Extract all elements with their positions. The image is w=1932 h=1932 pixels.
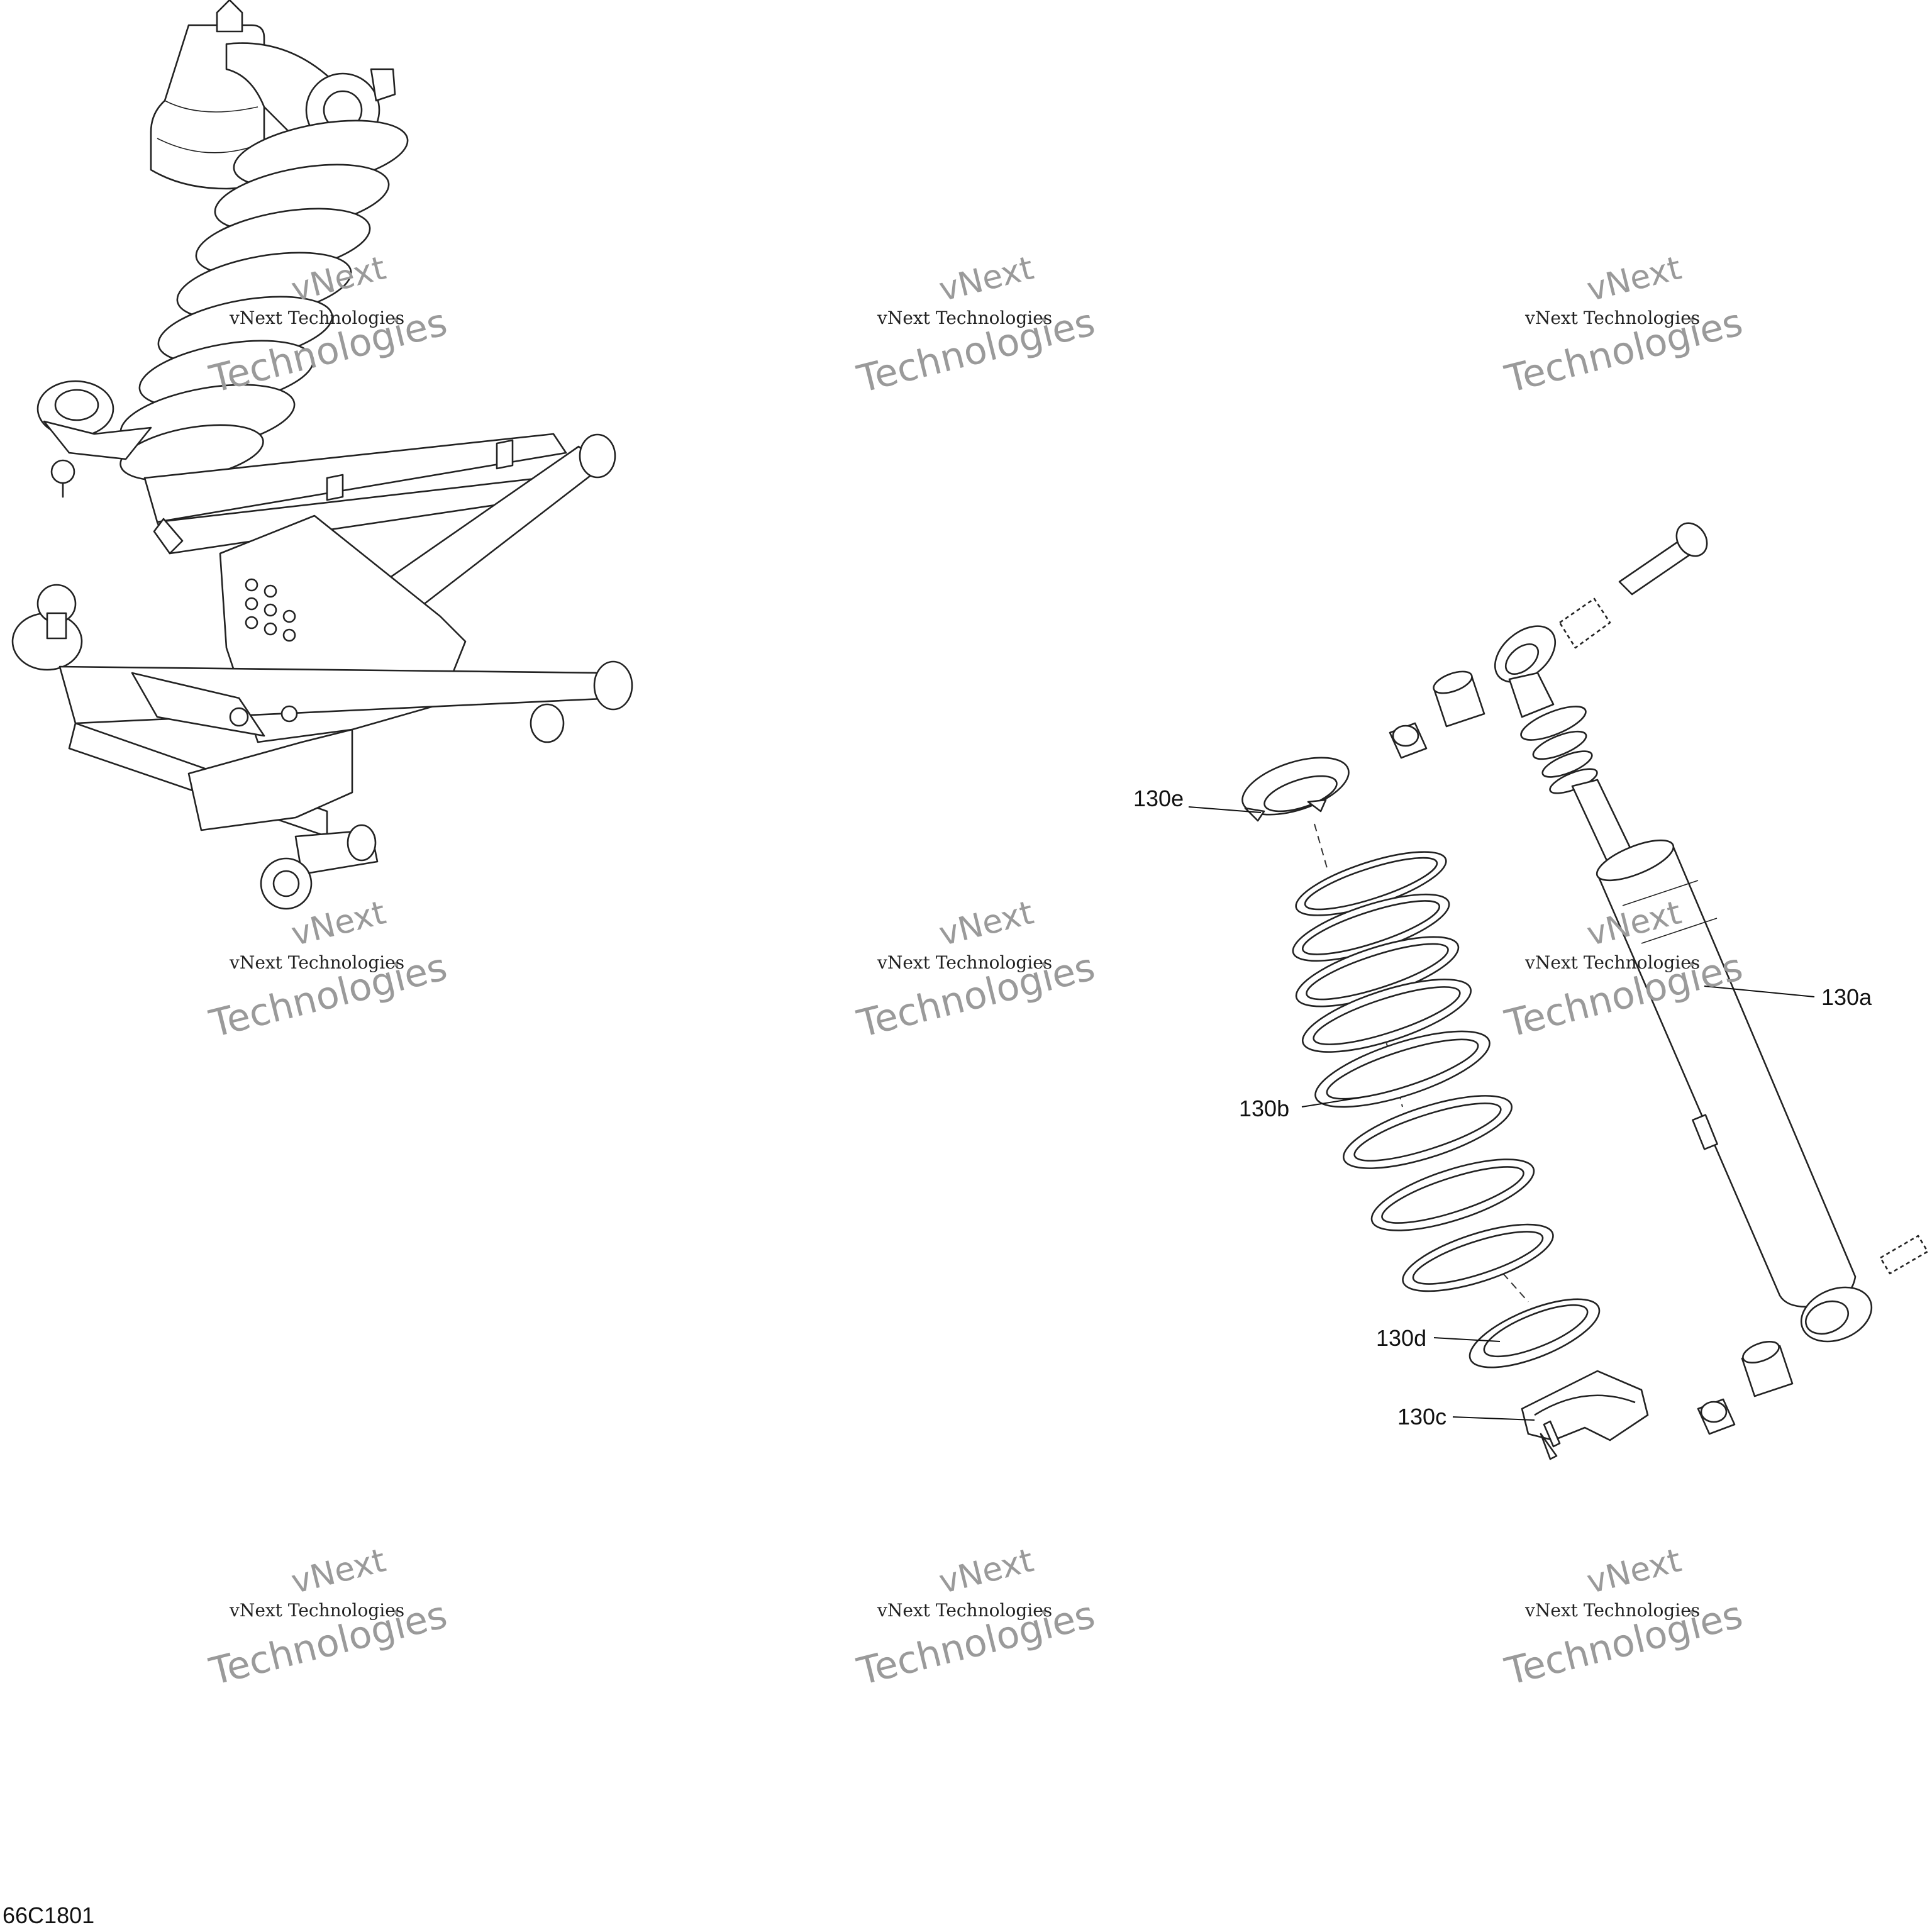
watermark: vNext Technologies vNext Technologies bbox=[1501, 1541, 1747, 1694]
svg-text:vNext Technologies: vNext Technologies bbox=[229, 308, 404, 328]
part-130b-coil-spring bbox=[1292, 851, 1554, 1292]
leader-130a bbox=[1704, 985, 1815, 997]
svg-text:vNext Technologies: vNext Technologies bbox=[877, 952, 1052, 973]
exploded-view: 130e 130a 130b 130d 130c bbox=[1133, 522, 1929, 1460]
callout-130a: 130a bbox=[1821, 984, 1872, 1010]
svg-text:vNext: vNext bbox=[287, 1541, 389, 1601]
callout-130b: 130b bbox=[1239, 1096, 1289, 1121]
leader-130b bbox=[1301, 1097, 1362, 1108]
watermark: vNext Technologies vNext Technologies bbox=[205, 894, 452, 1046]
svg-text:vNext Technologies: vNext Technologies bbox=[1524, 952, 1700, 973]
lower-mount-hardware bbox=[1697, 1235, 1929, 1435]
svg-text:vNext Technologies: vNext Technologies bbox=[1524, 1600, 1700, 1621]
callout-130c: 130c bbox=[1397, 1404, 1446, 1430]
watermark: vNext Technologies vNext Technologies bbox=[853, 894, 1099, 1046]
svg-text:vNext: vNext bbox=[935, 249, 1037, 309]
part-130a-shock-absorber bbox=[1494, 625, 1873, 1343]
watermark: vNext Technologies vNext Technologies bbox=[853, 1541, 1099, 1694]
part-130d-spring-retainer bbox=[1468, 1298, 1601, 1368]
leader-130e bbox=[1188, 806, 1262, 813]
svg-text:vNext Technologies: vNext Technologies bbox=[877, 308, 1052, 328]
callout-130d: 130d bbox=[1376, 1325, 1426, 1351]
assembly-overview-illustration bbox=[11, 0, 633, 910]
leader-130d bbox=[1433, 1337, 1501, 1342]
svg-text:vNext: vNext bbox=[935, 1541, 1037, 1601]
part-130e-upper-seat bbox=[1241, 757, 1350, 822]
svg-text:vNext Technologies: vNext Technologies bbox=[229, 1600, 404, 1621]
leader-130c bbox=[1452, 1416, 1535, 1421]
svg-text:vNext: vNext bbox=[1583, 249, 1685, 309]
watermark: vNext Technologies vNext Technologies bbox=[1501, 249, 1747, 402]
lower-a-arm bbox=[11, 584, 633, 910]
callout-130e: 130e bbox=[1133, 786, 1184, 811]
figure-id: 66C1801 bbox=[3, 1902, 94, 1928]
upper-ball-joint bbox=[36, 380, 152, 498]
watermark: vNext Technologies vNext Technologies bbox=[853, 249, 1099, 402]
svg-text:vNext: vNext bbox=[935, 894, 1037, 953]
svg-text:vNext Technologies: vNext Technologies bbox=[229, 952, 404, 973]
watermark: vNext Technologies vNext Technologies bbox=[205, 1541, 452, 1694]
svg-text:vNext Technologies: vNext Technologies bbox=[877, 1600, 1052, 1621]
upper-mount-hardware bbox=[1389, 522, 1708, 759]
svg-text:vNext: vNext bbox=[1583, 1541, 1685, 1601]
overview-coil-spring bbox=[119, 119, 409, 482]
part-130c-adjuster bbox=[1521, 1370, 1649, 1460]
svg-text:vNext Technologies: vNext Technologies bbox=[1524, 308, 1700, 328]
upper-a-arm bbox=[143, 433, 616, 647]
